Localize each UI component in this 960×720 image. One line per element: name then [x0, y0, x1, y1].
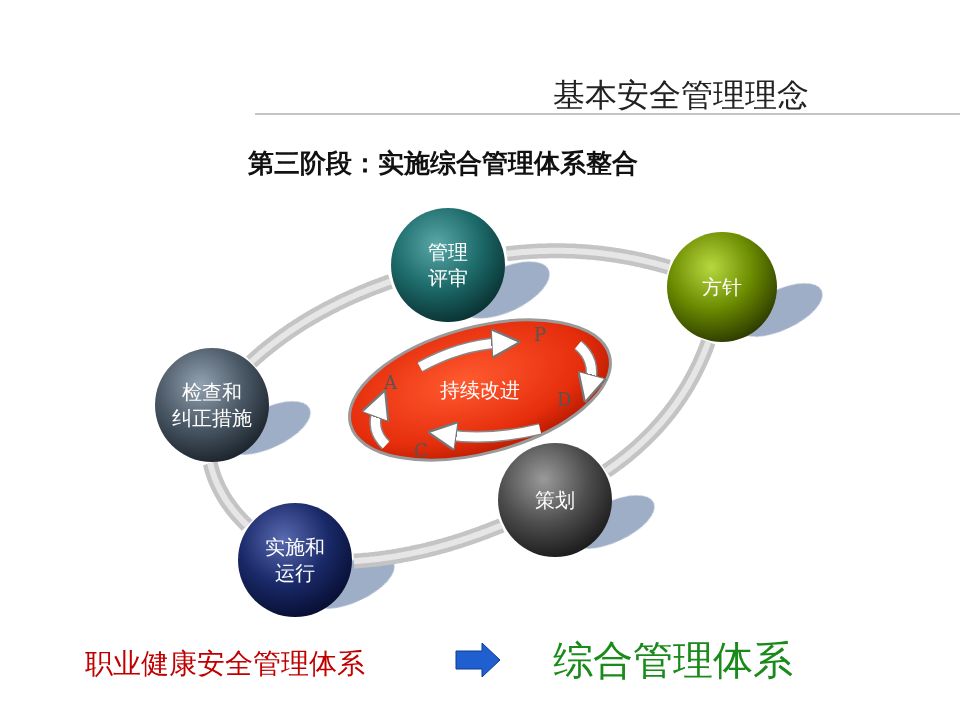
- ring-segment: [354, 525, 502, 561]
- node-text-stack: 方针: [702, 274, 742, 300]
- ring-segment-body: [606, 342, 708, 471]
- cycle-arrow-outline: [375, 409, 386, 445]
- node-text-stack: 策划: [535, 487, 575, 513]
- node-label: 持续改进: [440, 377, 520, 403]
- node-text-stack: 管理 评审: [428, 239, 468, 291]
- sphere: [155, 348, 269, 462]
- node-text-stack: 实施和 运行: [265, 534, 325, 586]
- ring-segment: [606, 342, 708, 471]
- node-label: 方针: [702, 274, 742, 300]
- node-label: 策划: [535, 487, 575, 513]
- cycle-arrow: [375, 409, 386, 445]
- policy-sphere: 方针: [666, 231, 778, 343]
- cycle-arrow: [420, 343, 500, 367]
- ring-segment-body: [251, 282, 390, 362]
- cycle-arrow: [578, 345, 592, 383]
- sphere: [498, 443, 612, 557]
- node-shape: [390, 207, 506, 323]
- target-system: 综合管理体系: [553, 633, 793, 688]
- planning-sphere: 策划: [497, 442, 613, 558]
- ring-segment-body: [354, 525, 502, 561]
- ring-segment-highlight: [210, 463, 247, 525]
- improvement-ellipse: 持续改进: [340, 315, 620, 465]
- page-title: 基本安全管理理念: [553, 74, 809, 118]
- sphere: [238, 503, 352, 617]
- transition-arrow: [456, 643, 500, 677]
- node-shape: [154, 347, 270, 463]
- sphere: [667, 232, 777, 342]
- cycle-arrow-outline: [578, 345, 592, 383]
- cycle-letter: D: [557, 389, 571, 410]
- check-sphere: 检查和 纠正措施: [154, 347, 270, 463]
- stage-heading: 第三阶段：实施综合管理体系整合: [248, 146, 638, 181]
- ring-segment-highlight: [251, 282, 390, 362]
- ring-segment: [507, 251, 669, 268]
- source-system: 职业健康安全管理体系: [85, 645, 365, 683]
- cycle-letter: P: [534, 324, 546, 345]
- ring-segment-body: [507, 251, 669, 268]
- operation-sphere: 实施和 运行: [237, 502, 353, 618]
- ring-segment: [251, 282, 390, 362]
- ring-segment-highlight: [354, 525, 502, 561]
- ring-segment-highlight: [507, 251, 669, 268]
- node-shape: [237, 502, 353, 618]
- cycle-arrow-outline: [420, 343, 500, 367]
- sphere: [391, 208, 505, 322]
- ring-segment: [210, 463, 247, 525]
- cycle-letter: C: [414, 440, 428, 461]
- cycle-letter: A: [384, 372, 397, 393]
- review-sphere: 管理 评审: [390, 207, 506, 323]
- node-label: 检查和 纠正措施: [172, 379, 252, 431]
- ring-segment-highlight: [606, 342, 708, 471]
- node-label: 管理 评审: [428, 239, 468, 291]
- cycle-arrow: [448, 429, 540, 437]
- ring-segment-body: [210, 463, 247, 525]
- node-text-stack: 检查和 纠正措施: [172, 379, 252, 431]
- node-text-stack: 持续改进: [440, 377, 520, 403]
- cycle-arrow-outline: [448, 429, 540, 437]
- node-label: 实施和 运行: [265, 534, 325, 586]
